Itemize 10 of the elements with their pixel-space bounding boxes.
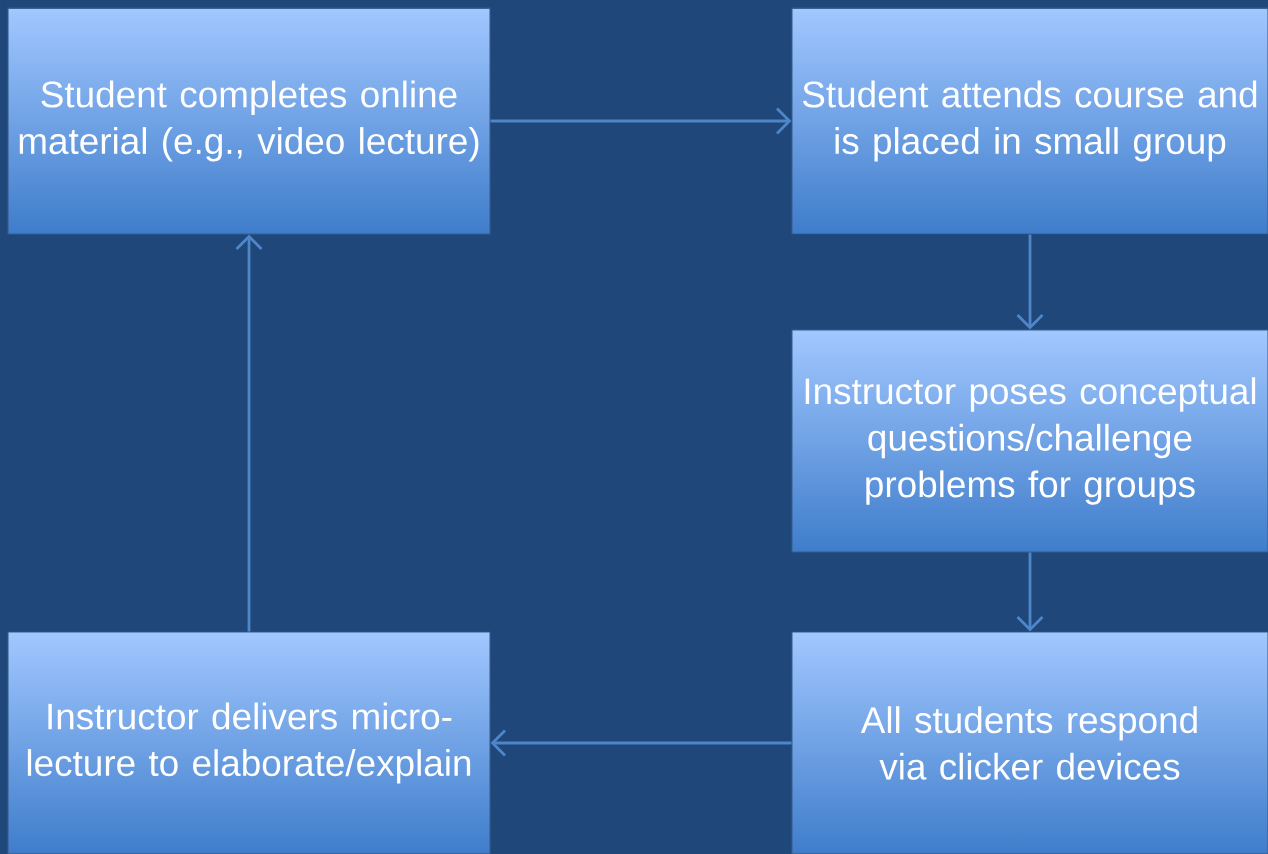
process-box: Student attends course and is placed in small group [791,7,1268,235]
arrow [490,107,792,135]
arrow [490,729,792,757]
process-box: Instructor delivers micro-lecture to elaborate/explain [7,631,491,854]
process-box: Instructor poses conceptual questions/challenge problems for groups [791,329,1268,553]
arrow [1016,552,1044,632]
process-box: All students respond via clicker devices [791,631,1268,854]
process-box: Student completes online material (e.g., video lecture) [7,7,491,235]
arrow [1016,234,1044,330]
arrow [235,234,263,632]
